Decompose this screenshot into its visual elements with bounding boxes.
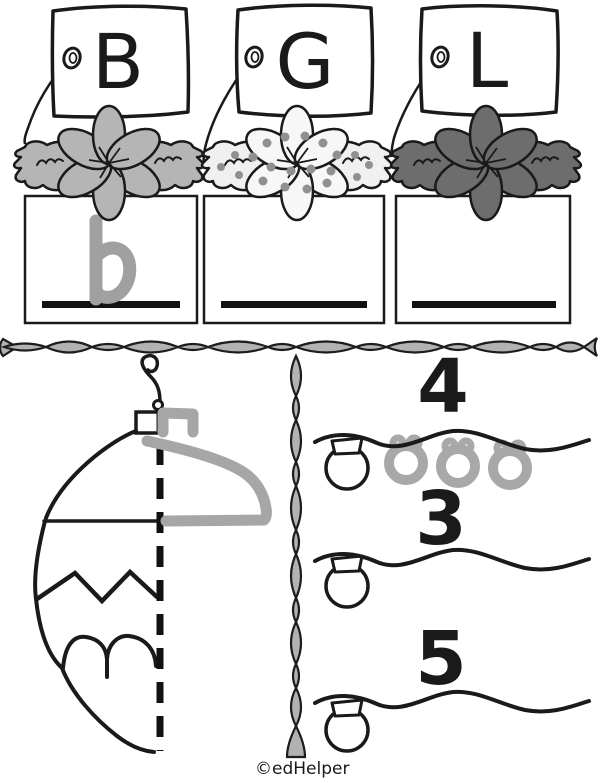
hanger-knot-icon [152,399,164,411]
row-number: 3 [415,476,467,562]
copyright-text: ©edHelper [255,759,349,779]
hanger-hook-icon [140,353,162,404]
letter-sign-1: B [50,4,191,119]
grommet-icon [244,45,264,69]
letter-sign-2: G [234,3,375,119]
symmetry-ornament-section [33,353,281,754]
lightbulb-icon [324,554,370,609]
writing-line-2 [221,301,367,308]
lightbulb-icon [324,436,370,491]
vertical-garland-divider [285,353,307,759]
ornament-shoulder-left [44,429,138,520]
scallop-pattern [61,633,158,679]
sign-letter: G [276,17,335,106]
lights-row-3[interactable]: 3 [313,476,591,609]
writing-line-1 [42,301,180,308]
writing-line-3 [412,301,556,308]
ornament-cap-left [134,410,161,435]
horizontal-garland-divider [0,337,598,358]
counting-lights-section: 4 3 5 [313,344,591,753]
ornament-right-half-tracing [141,407,272,527]
grommet-hole-icon [250,51,260,63]
sign-wire-2 [202,63,249,164]
lightbulb-icon [324,698,370,753]
sign-board [50,4,191,119]
sign-letter: L [466,16,508,105]
flower-garland-polkadot [200,104,394,222]
ornament-drawing-area[interactable] [163,408,281,753]
lights-row-5[interactable]: 5 [313,616,591,753]
lights-row-4[interactable]: 4 [313,344,591,491]
grommet-icon [62,46,82,70]
row-number: 4 [417,344,469,430]
ornament-left-half [33,410,164,754]
sign-board [234,3,375,119]
row-number: 5 [415,616,467,702]
sign-board [418,4,560,118]
traced-letter-b [89,214,137,306]
letter-matching-section: B G L [12,3,583,325]
zigzag-pattern [34,568,160,605]
grommet-hole-icon [436,51,446,63]
grommet-icon [430,45,450,69]
sign-letter: B [92,17,144,106]
letter-sign-3: L [418,4,560,118]
polka-dots [217,131,373,194]
grommet-hole-icon [68,52,78,64]
